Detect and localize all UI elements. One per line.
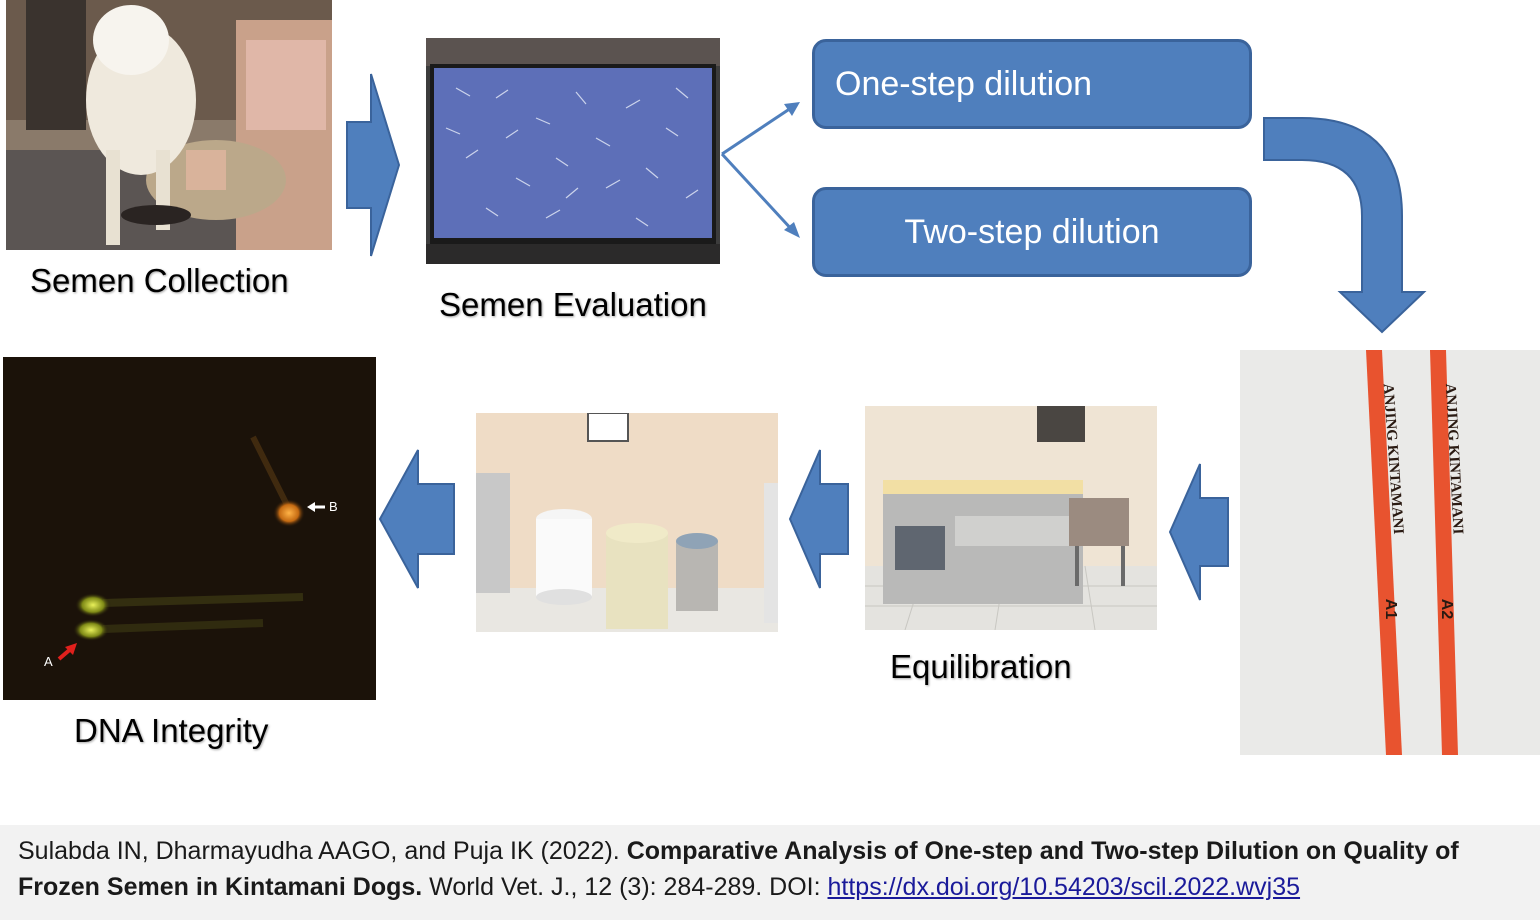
citation-journal: World Vet. J., 12 (3): 284-289. DOI: — [422, 873, 828, 901]
straws-photo: ANJING KINTAMANI ANJING KINTAMANI A1 A2 — [1240, 350, 1540, 755]
straw-1-code: A1 — [1382, 598, 1400, 620]
arrow-left-1 — [1168, 463, 1229, 601]
dna-integrity-photo: B A — [3, 357, 376, 700]
marker-a-label: A — [44, 654, 53, 669]
semen-collection-photo — [6, 0, 332, 250]
citation-doi-link[interactable]: https://dx.doi.org/10.54203/scil.2022.wv… — [827, 873, 1301, 901]
marker-b-label: B — [329, 499, 338, 514]
semen-evaluation-photo — [426, 38, 720, 264]
curved-arrow-down — [1263, 117, 1427, 334]
citation-title-2: Frozen Semen in Kintamani Dogs. — [18, 873, 423, 901]
two-step-dilution-label: Two-step dilution — [904, 212, 1160, 251]
two-step-dilution-box: Two-step dilution — [812, 187, 1252, 277]
equilibration-photo — [865, 406, 1157, 630]
equilibration-caption: Equilibration — [890, 648, 1072, 685]
arrow-left-2 — [788, 449, 849, 589]
semen-evaluation-caption: Semen Evaluation — [439, 286, 707, 323]
arrow-left-3 — [378, 449, 455, 589]
branch-arrows — [720, 102, 800, 238]
arrow-right-1 — [346, 73, 401, 257]
semen-collection-caption: Semen Collection — [30, 262, 289, 299]
dna-integrity-caption: DNA Integrity — [74, 712, 269, 749]
one-step-dilution-label: One-step dilution — [835, 64, 1093, 103]
nitrogen-storage-photo — [476, 413, 778, 632]
one-step-dilution-box: One-step dilution — [812, 39, 1252, 129]
citation-title-1: Comparative Analysis of One-step and Two… — [626, 837, 1459, 865]
citation-authors: Sulabda IN, Dharmayudha AAGO, and Puja I… — [18, 837, 627, 865]
straw-2-code: A2 — [1438, 598, 1456, 620]
citation-footer: Sulabda IN, Dharmayudha AAGO, and Puja I… — [0, 825, 1540, 920]
